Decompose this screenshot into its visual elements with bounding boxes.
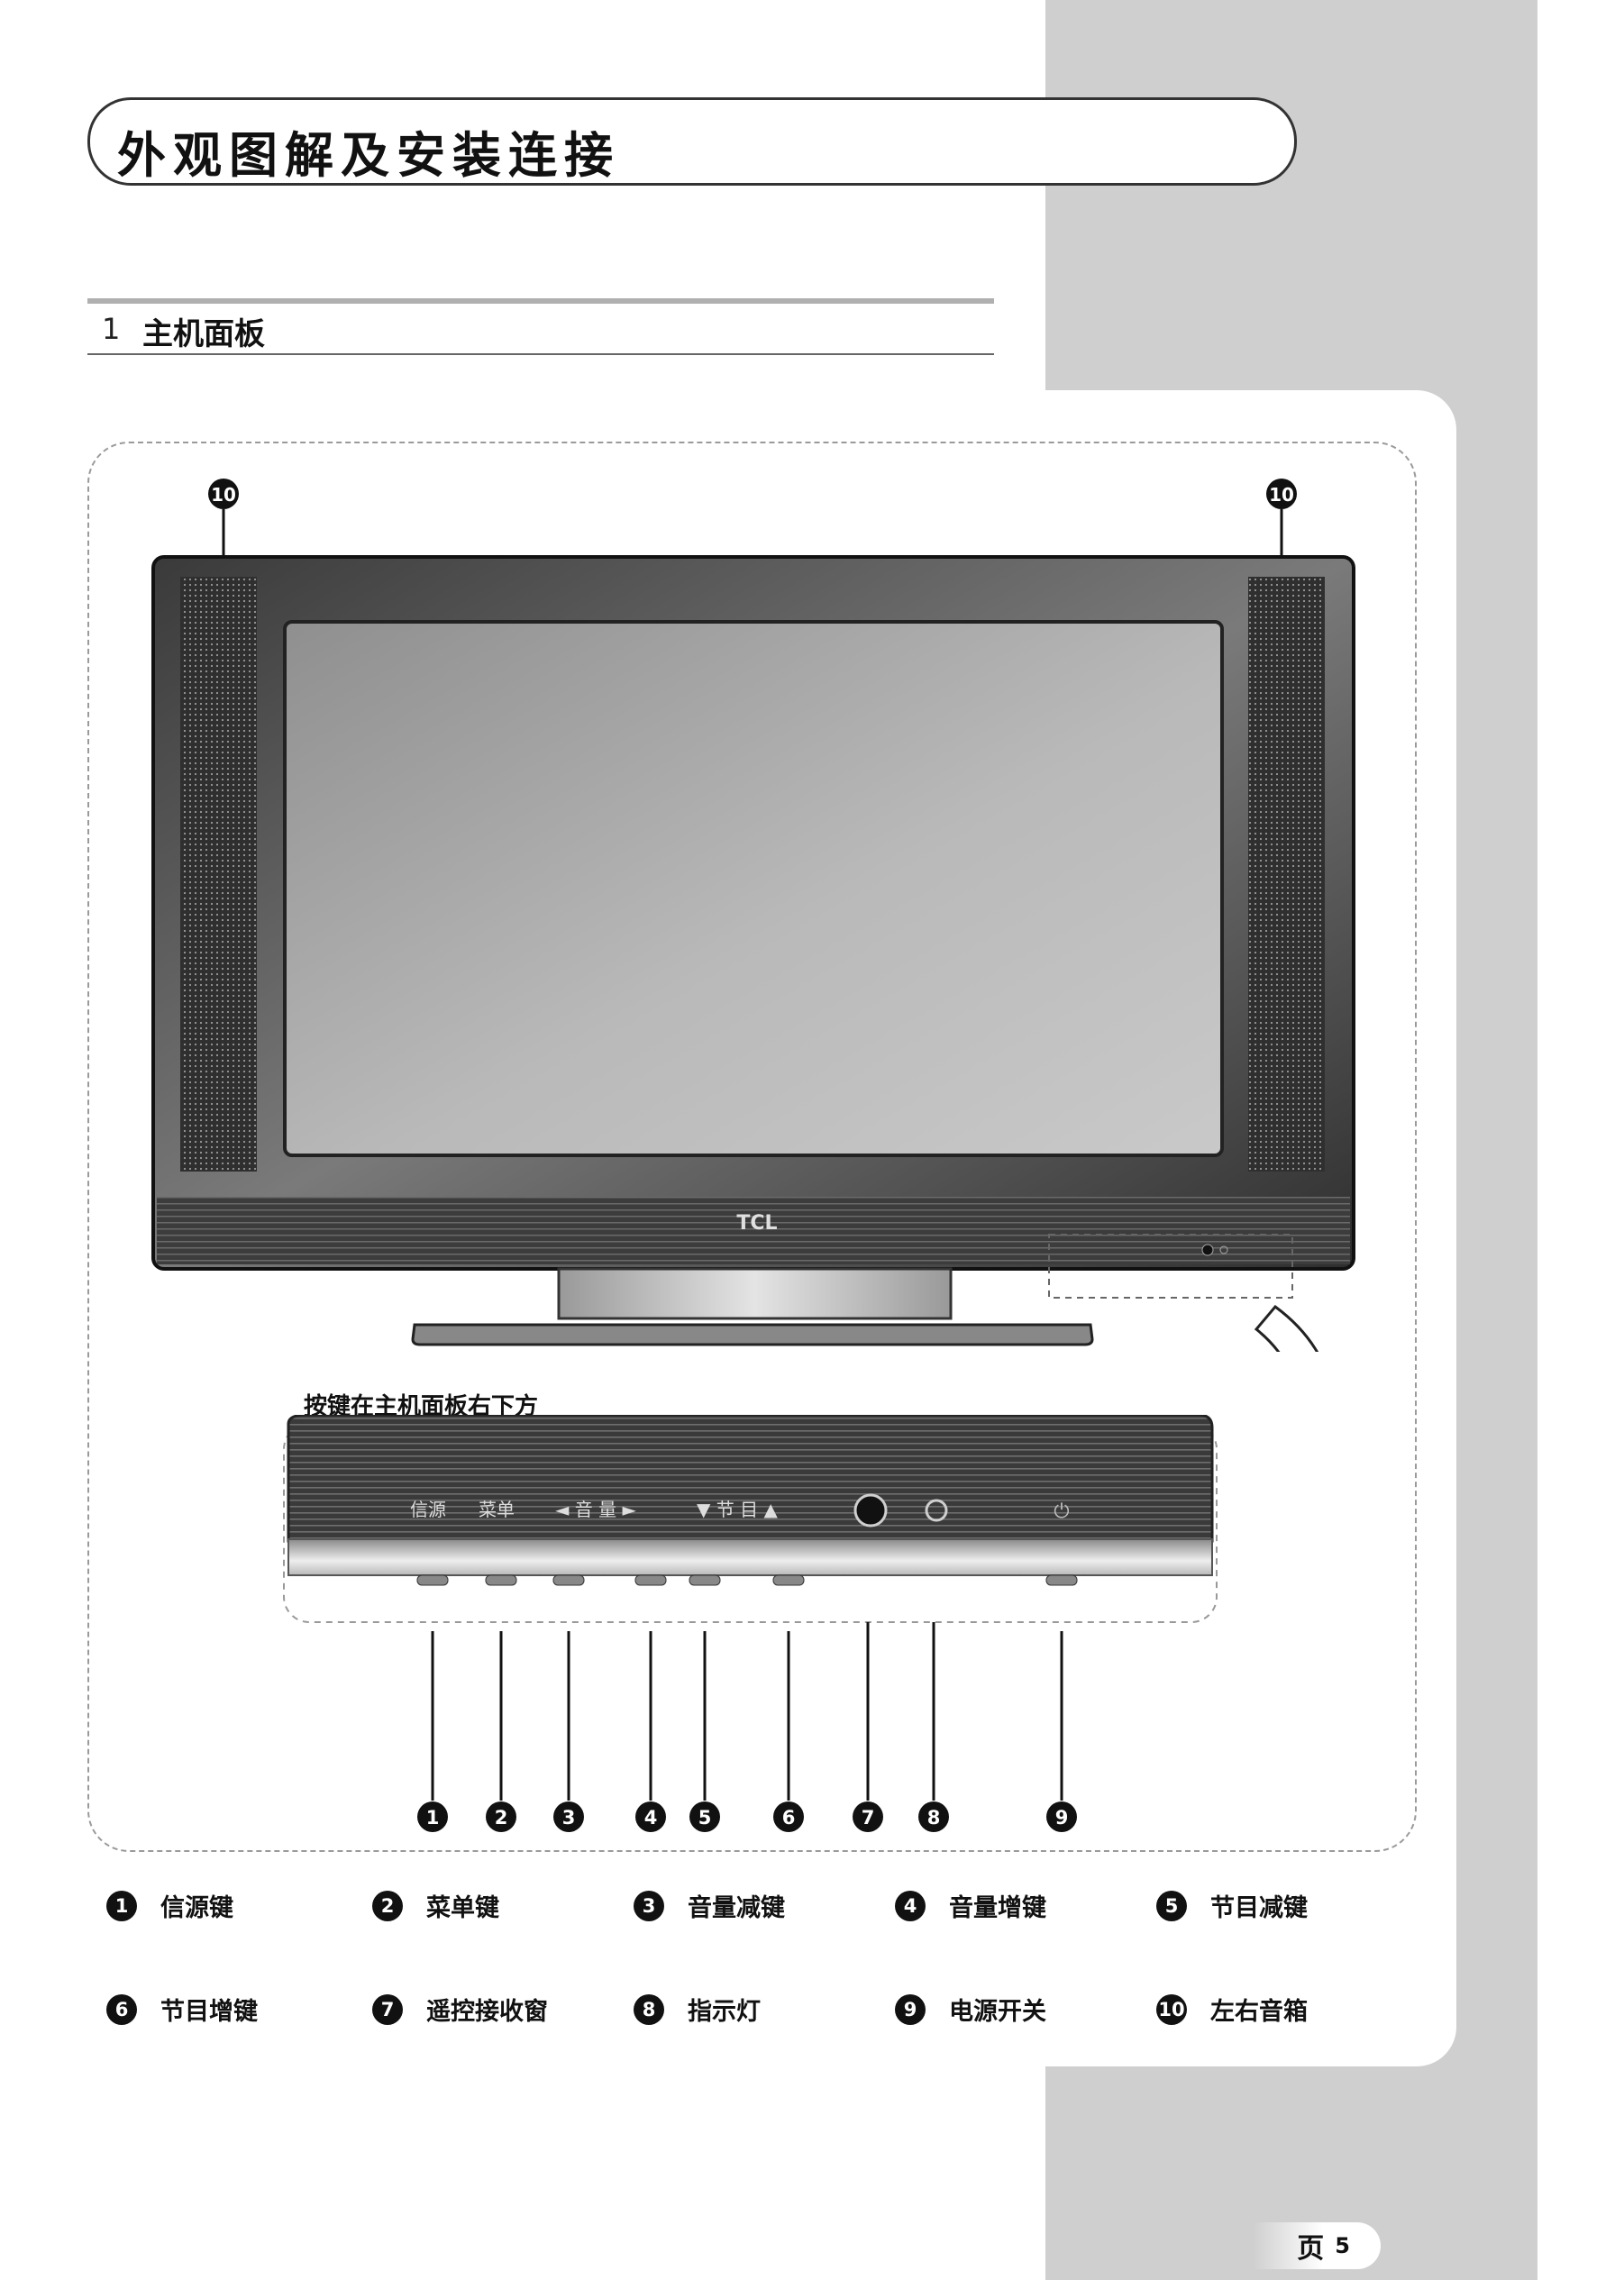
tv-stand-base [411, 1323, 1094, 1346]
figure-frame [87, 442, 1417, 1852]
callout-6-label: 6 [782, 1807, 796, 1829]
legend-item-menu: 2 菜单键 [372, 1888, 499, 1923]
button-callouts: 1 2 3 4 5 6 7 8 9 [417, 1622, 1077, 1832]
callout-2-label: 2 [495, 1807, 508, 1829]
callout-1-label: 1 [426, 1807, 440, 1829]
section-title: 主机面板 [142, 316, 265, 352]
legend-label: 电源开关 [949, 1998, 1046, 2026]
panel-button-2[interactable] [485, 1574, 517, 1586]
callout-2 [486, 1801, 516, 1832]
callout-5-label: 5 [698, 1807, 712, 1829]
callout-9-label: 9 [1055, 1807, 1069, 1829]
callout-9 [1046, 1801, 1077, 1832]
speaker-callout-left-label: 10 [211, 484, 236, 506]
callout-4 [635, 1801, 666, 1832]
panel-button-1[interactable] [416, 1574, 449, 1586]
panel-front [287, 1415, 1214, 1543]
callout-5 [689, 1801, 720, 1832]
legend-number: 1 [106, 1890, 137, 1921]
legend-number: 4 [895, 1890, 926, 1921]
legend-item-remote-window: 7 遥控接收窗 [372, 1992, 548, 2027]
panel-dashed-frame [283, 1423, 1218, 1623]
page-number-badge: 页 5 [1253, 2222, 1381, 2269]
page-number: 5 [1335, 2233, 1350, 2258]
panel-button-4[interactable] [634, 1574, 667, 1586]
legend-number: 7 [372, 1993, 403, 2025]
panel-lower-strip [287, 1538, 1213, 1576]
speaker-callout-left [208, 479, 239, 509]
legend-label: 信源键 [160, 1894, 233, 1922]
legend-item-channel-down: 5 节目减键 [1156, 1888, 1308, 1923]
section-number: 1 [102, 312, 121, 346]
tv-stand-neck [557, 1267, 953, 1320]
legend-item-speakers: 10 左右音箱 [1156, 1992, 1308, 2027]
control-panel-illustration: 信源 菜单 ◄ 音 量 ► ▼ 节 目 ▲ ⏻ [283, 1415, 1218, 1623]
legend-number: 3 [634, 1890, 664, 1921]
speaker-grill-right [1248, 577, 1325, 1172]
legend-label: 节目增键 [160, 1998, 258, 2026]
legend-item-power: 9 电源开关 [895, 1992, 1046, 2027]
speaker-callout-right-label: 10 [1269, 484, 1294, 506]
speaker-callout-right [1266, 479, 1297, 509]
tv-indicator-small [1219, 1245, 1228, 1254]
legend-label: 左右音箱 [1210, 1998, 1308, 2026]
legend-item-indicator: 8 指示灯 [634, 1992, 761, 2027]
indicator-light [925, 1499, 948, 1522]
tv-control-highlight [1048, 1234, 1293, 1299]
tv-illustration: 10 10 TCL [151, 479, 1355, 1352]
panel-label-source: 信源 [410, 1499, 446, 1520]
callout-8-label: 8 [927, 1807, 941, 1829]
title-banner [87, 97, 1297, 186]
remote-window [853, 1493, 888, 1528]
legend-number: 10 [1156, 1993, 1187, 2025]
legend-number: 8 [634, 1993, 664, 2025]
section-rule-bottom [87, 353, 994, 355]
power-symbol: ⏻ [1054, 1500, 1069, 1523]
zoom-arrow [1254, 1304, 1318, 1352]
legend-item-source: 1 信源键 [106, 1888, 233, 1923]
legend-number: 9 [895, 1993, 926, 2025]
legend-number: 2 [372, 1890, 403, 1921]
callout-7 [853, 1801, 883, 1832]
panel-button-5[interactable] [689, 1574, 721, 1586]
legend-label: 音量增键 [949, 1894, 1046, 1922]
legend-item-channel-up: 6 节目增键 [106, 1992, 258, 2027]
panel-button-9[interactable] [1045, 1574, 1078, 1586]
tv-screen [283, 620, 1224, 1157]
panel-button-3[interactable] [552, 1574, 585, 1586]
callout-4-label: 4 [644, 1807, 658, 1829]
callout-3-label: 3 [562, 1807, 576, 1829]
legend-label: 菜单键 [426, 1894, 499, 1922]
panel-button-6[interactable] [772, 1574, 805, 1586]
page-title: 外观图解及安装连接 [117, 126, 620, 184]
tv-logo: TCL [736, 1212, 777, 1235]
legend-label: 节目减键 [1210, 1894, 1308, 1922]
legend-label: 音量减键 [688, 1894, 785, 1922]
callout-7-label: 7 [862, 1807, 875, 1829]
legend-number: 6 [106, 1993, 137, 2025]
legend-item-volume-down: 3 音量减键 [634, 1888, 785, 1923]
callout-3 [553, 1801, 584, 1832]
section-rule-top [87, 298, 994, 304]
panel-label-volume: ◄ 音 量 ► [555, 1499, 636, 1520]
legend-number: 5 [1156, 1890, 1187, 1921]
panel-label-menu: 菜单 [479, 1499, 515, 1520]
speaker-grill-left [180, 577, 257, 1172]
callout-1 [417, 1801, 448, 1832]
legend-label: 指示灯 [688, 1998, 761, 2026]
callout-6 [773, 1801, 804, 1832]
tv-remote-window-small [1201, 1244, 1214, 1256]
page-label: 页 [1297, 2233, 1325, 2265]
legend-item-volume-up: 4 音量增键 [895, 1888, 1046, 1923]
panel-label-channel: ▼ 节 目 ▲ [697, 1499, 778, 1520]
callout-8 [918, 1801, 949, 1832]
tv-lower-bar [157, 1197, 1350, 1264]
legend-label: 遥控接收窗 [426, 1998, 548, 2026]
